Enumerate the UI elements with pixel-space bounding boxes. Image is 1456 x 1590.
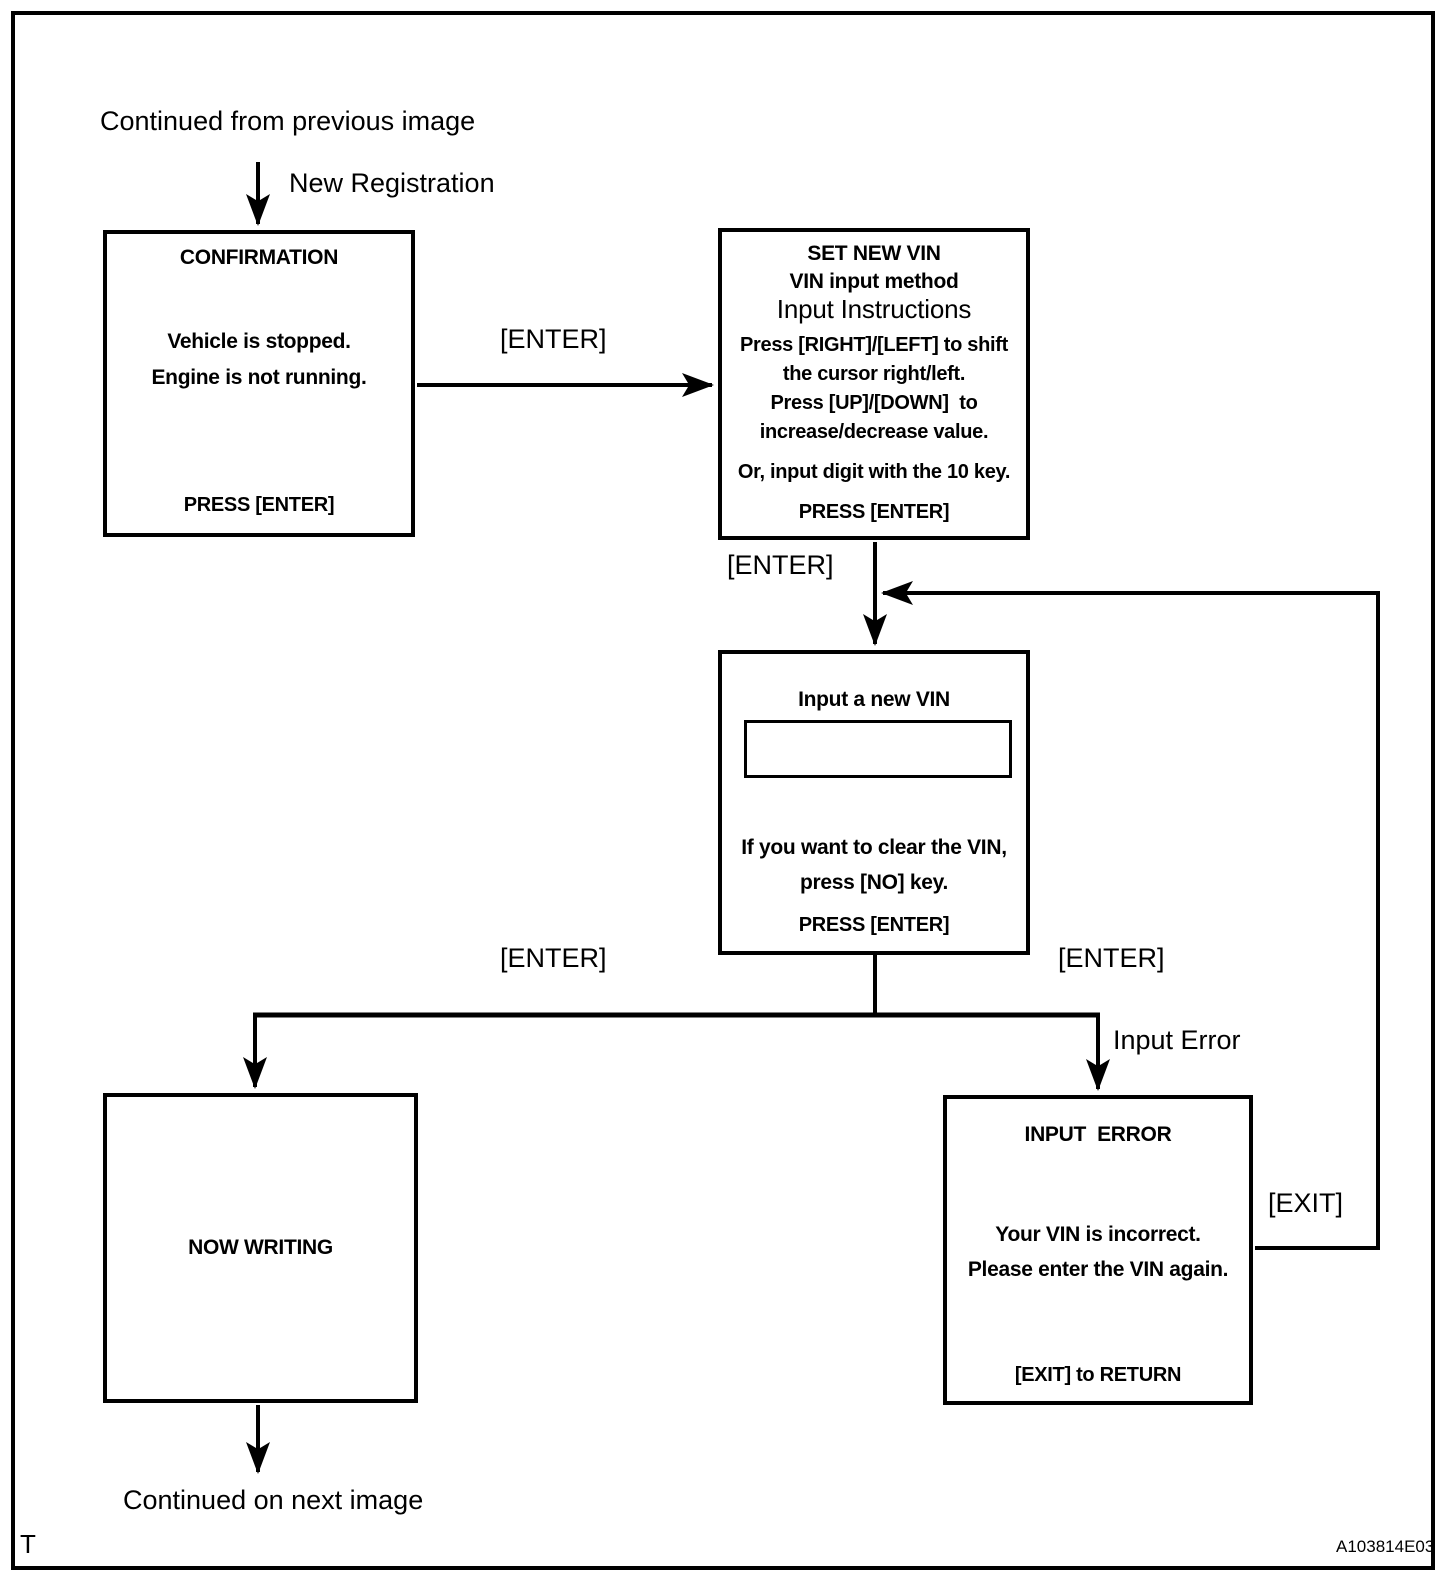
- confirmation-body-line: Engine is not running.: [151, 366, 367, 389]
- input-error-body-line: Please enter the VIN again.: [967, 1258, 1229, 1281]
- input-error-body-line: Your VIN is incorrect.: [995, 1223, 1201, 1246]
- input-vin-body: If you want to clear the VIN, press [NO]…: [722, 830, 1026, 900]
- new-registration-label: New Registration: [289, 168, 495, 198]
- set-new-vin-instructions: Press [RIGHT]/[LEFT] to shift the cursor…: [722, 331, 1026, 447]
- confirmation-box: CONFIRMATION Vehicle is stopped. Engine …: [103, 230, 415, 537]
- set-new-vin-alt-line: Or, input digit with the 10 key.: [737, 461, 1011, 483]
- figure-code: A103814E03: [1336, 1537, 1435, 1556]
- input-error-body: Your VIN is incorrect. Please enter the …: [947, 1217, 1249, 1287]
- enter-label-branch-right: [ENTER]: [1058, 943, 1165, 973]
- page-border: [11, 11, 1435, 1570]
- instruction-line: Press [UP]/[DOWN] to: [770, 392, 978, 414]
- input-vin-footer: PRESS [ENTER]: [798, 914, 950, 936]
- input-error-footer: [EXIT] to RETURN: [1014, 1364, 1182, 1386]
- confirmation-body: Vehicle is stopped. Engine is not runnin…: [107, 324, 411, 396]
- input-vin-body-line: press [NO] key.: [799, 871, 948, 894]
- set-new-vin-title: SET NEW VIN: [807, 242, 941, 265]
- loop-arrow-inputerror-exit-return: [881, 581, 1380, 1250]
- confirmation-body-line: Vehicle is stopped.: [167, 330, 351, 353]
- exit-loop-label: [EXIT]: [1268, 1188, 1344, 1218]
- enter-label-branch-left: [ENTER]: [500, 943, 607, 973]
- continued-next-label: Continued on next image: [123, 1485, 424, 1515]
- input-vin-body-line: If you want to clear the VIN,: [741, 836, 1007, 859]
- vin-input-field: [744, 720, 1012, 778]
- input-error-branch-label: Input Error: [1113, 1025, 1241, 1055]
- enter-label-set-to-input: [ENTER]: [727, 550, 834, 580]
- set-new-vin-instructions-heading: Input Instructions: [776, 294, 972, 324]
- confirmation-footer: PRESS [ENTER]: [183, 494, 335, 516]
- input-error-title: INPUT ERROR: [1024, 1123, 1172, 1146]
- continued-from-label: Continued from previous image: [100, 106, 476, 136]
- instruction-line: increase/decrease value.: [759, 421, 989, 443]
- input-error-box: INPUT ERROR Your VIN is incorrect. Pleas…: [943, 1095, 1253, 1405]
- input-vin-box: Input a new VIN If you want to clear the…: [718, 650, 1030, 955]
- enter-label-confirm-to-set: [ENTER]: [500, 324, 607, 354]
- footer-mark: T: [20, 1529, 36, 1559]
- set-new-vin-subtitle: VIN input method: [789, 270, 959, 293]
- instruction-line: Press [RIGHT]/[LEFT] to shift: [740, 334, 1008, 356]
- now-writing-box: NOW WRITING: [103, 1093, 418, 1403]
- set-new-vin-box: SET NEW VIN VIN input method Input Instr…: [718, 228, 1030, 540]
- input-vin-title: Input a new VIN: [798, 688, 950, 711]
- now-writing-title: NOW WRITING: [188, 1235, 333, 1259]
- confirmation-title: CONFIRMATION: [179, 246, 339, 269]
- set-new-vin-footer: PRESS [ENTER]: [798, 501, 950, 523]
- instruction-line: the cursor right/left.: [782, 363, 966, 385]
